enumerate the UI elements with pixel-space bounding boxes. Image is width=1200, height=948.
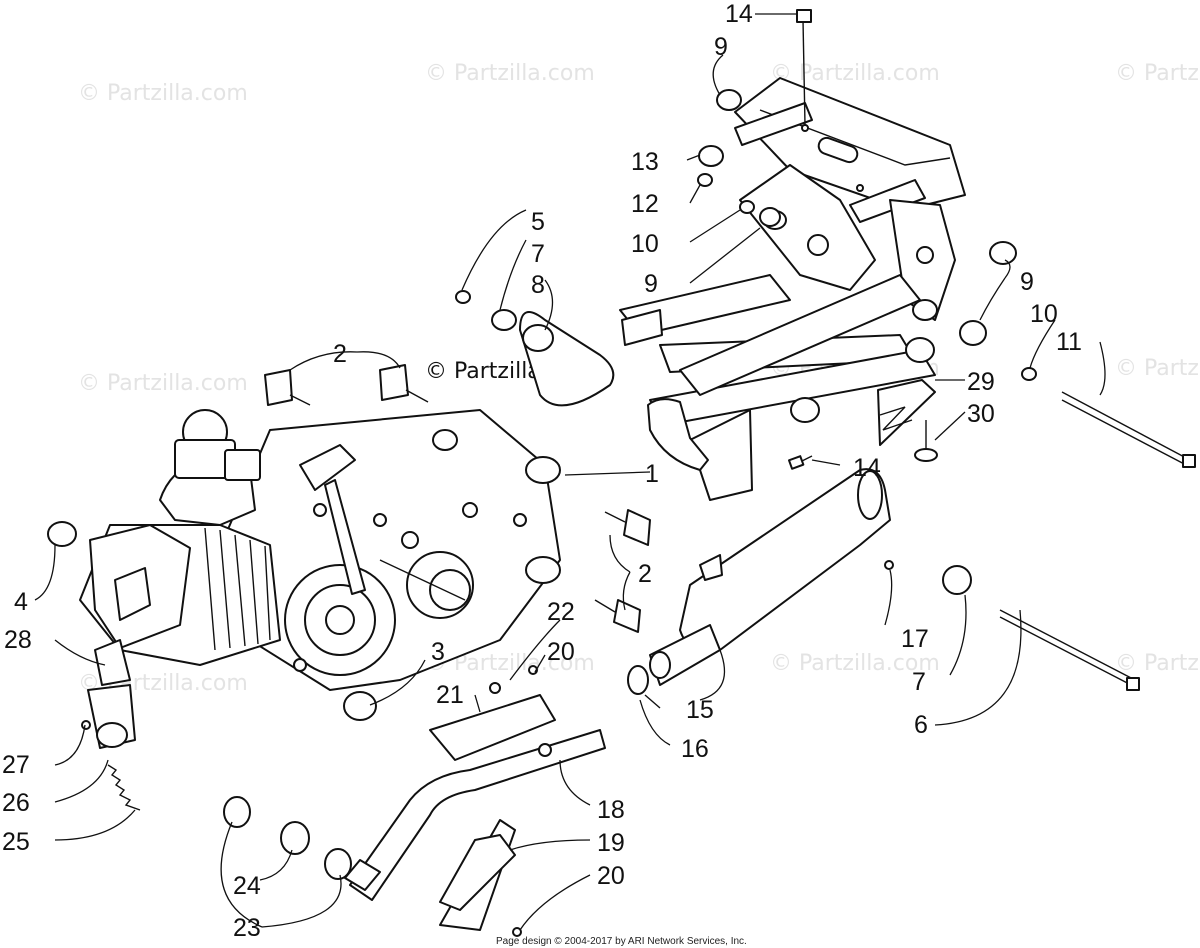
callout-2: 2 (638, 560, 652, 588)
callout-15: 15 (686, 696, 714, 724)
frame-hardware (455, 9, 1196, 470)
watermark: © Partzilla.com (78, 371, 248, 396)
callout-29: 29 (967, 368, 995, 396)
callout-22: 22 (547, 598, 575, 626)
callout-9: 9 (1020, 268, 1034, 296)
watermark: © Partzilla.com (425, 61, 595, 86)
callout-12: 12 (631, 190, 659, 218)
engine (79, 409, 561, 691)
callout-20: 20 (547, 638, 575, 666)
callout-7: 7 (912, 668, 926, 696)
callout-13: 13 (631, 148, 659, 176)
callout-26: 26 (2, 789, 30, 817)
watermark: © Partzilla.com (78, 81, 248, 106)
callout-21: 21 (436, 681, 464, 709)
callout-3: 3 (431, 638, 445, 666)
callout-2: 2 (333, 340, 347, 368)
callout-8: 8 (531, 271, 545, 299)
watermark: © Partzilla.com (770, 651, 940, 676)
callout-labels: 14 9 13 12 10 9 5 7 8 9 10 11 2 29 30 1 … (2, 0, 1082, 942)
exhaust-system (81, 468, 1140, 937)
watermark: © Partzilla.com (770, 61, 940, 86)
callout-10: 10 (1030, 300, 1058, 328)
callout-4: 4 (14, 588, 28, 616)
callout-9: 9 (644, 270, 658, 298)
callout-18: 18 (597, 796, 625, 824)
watermark: © Partzilla.com (1115, 61, 1200, 86)
callout-10: 10 (631, 230, 659, 258)
callout-14: 14 (725, 0, 753, 28)
callout-7: 7 (531, 240, 545, 268)
frame-assembly (519, 77, 966, 501)
callout-17: 17 (901, 625, 929, 653)
callout-30: 30 (967, 400, 995, 428)
watermark: © Partzilla.com (1115, 356, 1200, 381)
callout-19: 19 (597, 829, 625, 857)
callout-14: 14 (853, 454, 881, 482)
callout-23: 23 (233, 914, 261, 942)
callout-11: 11 (1056, 328, 1082, 356)
engine-mounts (47, 364, 651, 721)
callout-5: 5 (531, 208, 545, 236)
callout-16: 16 (681, 735, 709, 763)
callout-6: 6 (914, 711, 928, 739)
watermark: © Partzilla.com (1115, 651, 1200, 676)
callout-20: 20 (597, 862, 625, 890)
copyright-footer: Page design © 2004-2017 by ARI Network S… (496, 936, 747, 947)
callout-1: 1 (645, 460, 659, 488)
callout-28: 28 (4, 626, 32, 654)
callout-9: 9 (714, 33, 728, 61)
leader-lines (34, 13, 1106, 931)
callout-27: 27 (2, 751, 30, 779)
callout-25: 25 (2, 828, 30, 856)
callout-24: 24 (233, 872, 261, 900)
